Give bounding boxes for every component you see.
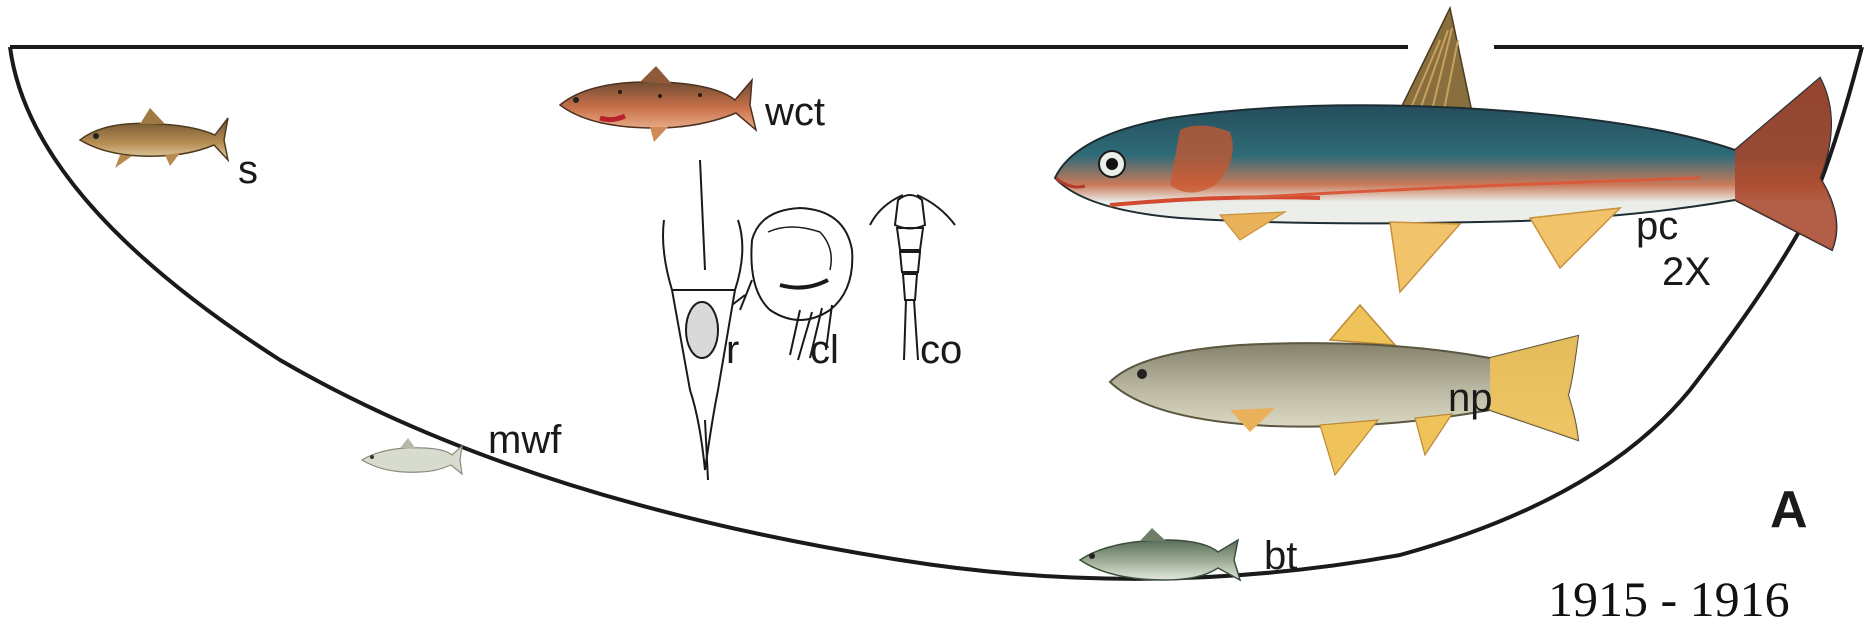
fish-pc-drawing bbox=[1055, 8, 1836, 292]
label-bt: bt bbox=[1264, 536, 1297, 576]
label-wct: wct bbox=[765, 92, 825, 132]
panel-label: A bbox=[1770, 484, 1808, 536]
label-mwf: mwf bbox=[488, 420, 561, 460]
label-pc: pc bbox=[1636, 206, 1678, 246]
label-np: np bbox=[1448, 378, 1493, 418]
fish-bt-drawing bbox=[1080, 528, 1240, 580]
fish-mwf-drawing bbox=[362, 438, 462, 474]
fish-wct-drawing bbox=[560, 66, 756, 142]
period-label: 1915 - 1916 bbox=[1548, 574, 1790, 624]
label-co: co bbox=[920, 330, 962, 370]
zooplankton-r-drawing bbox=[663, 160, 742, 480]
label-cl: cl bbox=[810, 330, 839, 370]
label-r: r bbox=[726, 330, 739, 370]
fish-s-drawing bbox=[80, 108, 228, 168]
label-pc-scale: 2X bbox=[1662, 252, 1711, 292]
label-s: s bbox=[238, 150, 258, 190]
fish-np-drawing bbox=[1110, 305, 1578, 475]
